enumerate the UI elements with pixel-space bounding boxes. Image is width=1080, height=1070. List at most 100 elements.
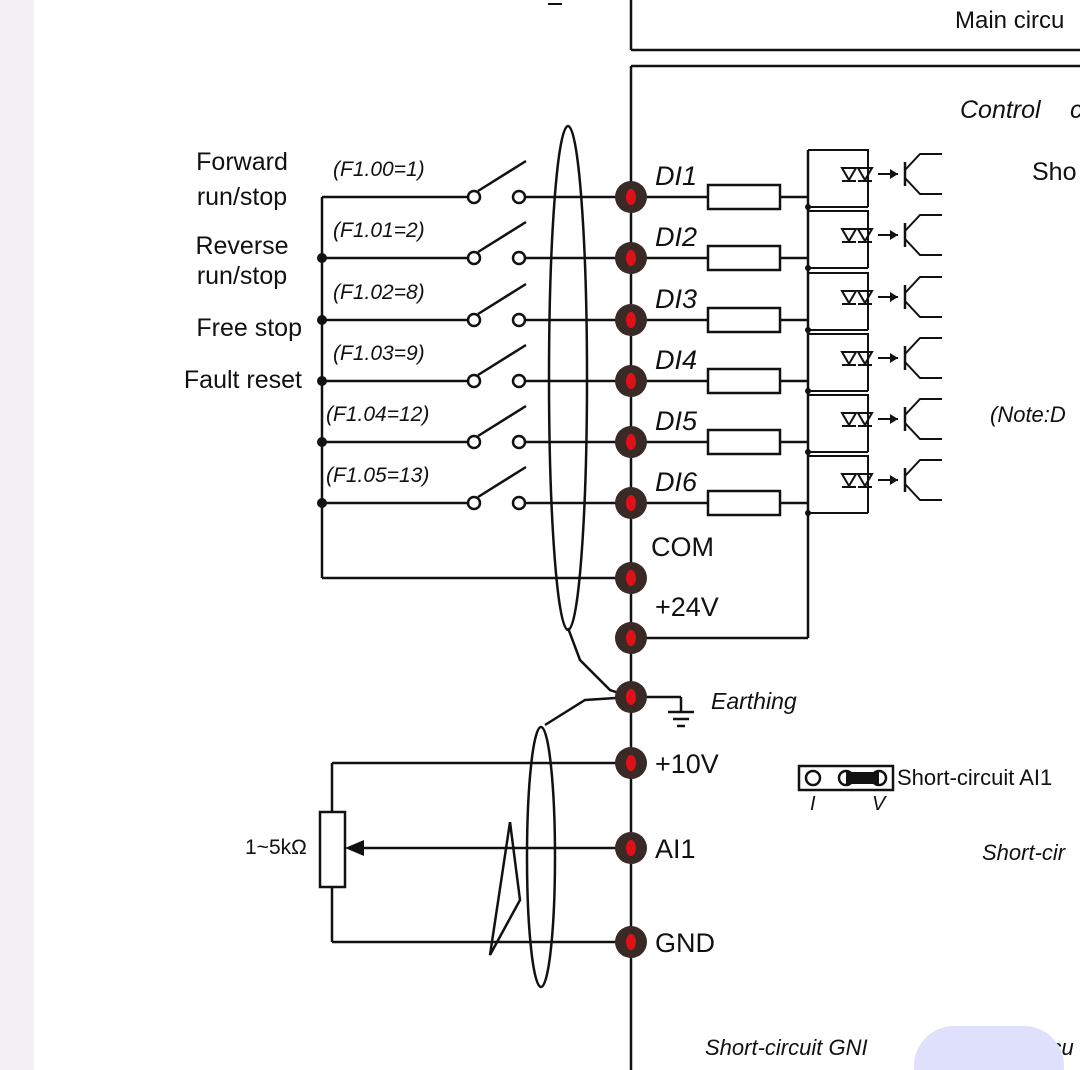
- terminal-screw-dot: [626, 312, 636, 328]
- di-param-label: (F1.00=1): [333, 158, 425, 181]
- input-resistor: [706, 244, 782, 272]
- di-signal-label: run/stop: [197, 262, 287, 290]
- optocoupler: [805, 149, 942, 210]
- switch-contact-right: [511, 312, 527, 328]
- optocoupler: [805, 272, 942, 333]
- di-param-label: (F1.05=13): [326, 464, 429, 487]
- terminal-label-di4: DI4: [655, 345, 697, 375]
- switch-contact-right: [511, 495, 527, 511]
- terminal-screw-dot: [626, 189, 636, 205]
- switch-contact-left: [466, 312, 482, 328]
- terminal-screw-dot: [626, 840, 636, 856]
- terminal-label-di1: DI1: [655, 161, 697, 191]
- optocoupler: [805, 455, 942, 516]
- terminal-label-com: COM: [651, 532, 714, 562]
- wiring-diagram: Main circu Control c Sho (Note:D (F1.00=…: [34, 0, 1080, 1070]
- switch-lever: [477, 404, 527, 438]
- switch-lever: [477, 220, 527, 254]
- terminal-label-di3: DI3: [655, 284, 697, 314]
- earthing-label: Earthing: [711, 688, 797, 714]
- terminal-screw-dot: [626, 755, 636, 771]
- bus-junction-dot: [317, 253, 327, 263]
- optocoupler: [805, 333, 942, 394]
- terminal-label-di6: DI6: [655, 467, 698, 497]
- switch-contact-right: [511, 250, 527, 266]
- bus-junction-dot: [317, 315, 327, 325]
- switch-lever: [477, 159, 527, 193]
- bus-junction-dot: [317, 437, 327, 447]
- di-rows: (F1.00=1) Forward run/stop DI1 (F1.01=2) Reve…: [184, 148, 942, 517]
- main-circuit-box: Main circu: [548, 0, 1080, 52]
- input-resistor: [706, 306, 782, 334]
- terminal-label-plus10v: +10V: [655, 749, 719, 779]
- di-signal-label: Free stop: [196, 314, 302, 342]
- di-signal-label: Forward: [196, 148, 288, 176]
- switch-contact-left: [466, 189, 482, 205]
- twisted-pair: [488, 821, 522, 956]
- terminal-label-di5: DI5: [655, 406, 698, 436]
- control-label-tail: c: [1070, 96, 1080, 124]
- overlay-blob: [914, 1026, 1064, 1070]
- switch-lever: [477, 465, 527, 499]
- di-param-label: (F1.02=8): [333, 281, 425, 304]
- control-label: Control: [960, 96, 1042, 124]
- input-resistor: [706, 367, 782, 395]
- short-gnd-label: Short-circuit GNI: [705, 1035, 868, 1060]
- terminal-label-ai1: AI1: [655, 834, 696, 864]
- di-signal-label: run/stop: [197, 183, 287, 211]
- di-row-4: (F1.03=9) Fault reset DI4: [184, 333, 942, 395]
- terminal-label-gnd: GND: [655, 928, 715, 958]
- di-signal-label: Reverse: [195, 232, 288, 260]
- switch-contact-right: [511, 373, 527, 389]
- input-resistor: [706, 428, 782, 456]
- switch-contact-left: [466, 250, 482, 266]
- optocoupler: [805, 210, 942, 271]
- analog-cable-shield: [525, 725, 557, 989]
- terminal-label-di2: DI2: [655, 222, 697, 252]
- input-resistor: [706, 489, 782, 517]
- terminal-screw-dot: [626, 250, 636, 266]
- input-resistor: [706, 183, 782, 211]
- bus-junction-dot: [317, 498, 327, 508]
- di-param-label: (F1.04=12): [326, 403, 429, 426]
- terminal-screw-dot: [626, 373, 636, 389]
- switch-lever: [477, 282, 527, 316]
- di-signal-label: Fault reset: [184, 366, 302, 394]
- di-param-label: (F1.01=2): [333, 219, 425, 242]
- bus-junction-dot: [317, 376, 327, 386]
- di-cable-shield: [547, 124, 589, 632]
- switch-lever: [477, 343, 527, 377]
- terminal-screw-dot: [626, 689, 636, 705]
- earthing-symbol: Earthing: [631, 688, 797, 728]
- diagram-svg: Main circu Control c Sho (Note:D (F1.00=…: [184, 0, 1080, 1070]
- di-row-1: (F1.00=1) Forward run/stop DI1: [196, 148, 942, 211]
- jumper-v-label: V: [872, 793, 887, 815]
- main-circuit-label: Main circu: [955, 7, 1064, 34]
- switch-contact-left: [466, 495, 482, 511]
- di-row-3: (F1.02=8) Free stop DI3: [196, 272, 942, 342]
- terminal-label-plus24v: +24V: [655, 592, 719, 622]
- jumper-label: Short-circuit AI1: [897, 765, 1052, 790]
- pot-value-label: 1~5kΩ: [245, 836, 307, 859]
- potentiometer: 1~5kΩ: [245, 761, 631, 944]
- terminal-screw-dot: [626, 934, 636, 950]
- switch-contact-left: [466, 373, 482, 389]
- optocoupler: [805, 394, 942, 455]
- switch-contact-right: [511, 189, 527, 205]
- terminal-screw-dot: [626, 630, 636, 646]
- terminal-screw-dot: [626, 570, 636, 586]
- switch-contact-right: [511, 434, 527, 450]
- note-label: (Note:D: [990, 402, 1066, 427]
- jumper-i-label: I: [810, 793, 816, 815]
- di-param-label: (F1.03=9): [333, 342, 425, 365]
- switch-contact-left: [466, 434, 482, 450]
- short-cir-label: Short-cir: [982, 840, 1067, 865]
- di-row-5: (F1.04=12) DI5: [317, 394, 942, 456]
- sho-label: Sho: [1032, 158, 1076, 186]
- ai1-jumper: Short-circuit AI1 I V: [797, 764, 1052, 815]
- control-box: Control c Sho (Note:D: [631, 64, 1080, 427]
- terminal-screw-dot: [626, 495, 636, 511]
- terminal-screw-dot: [626, 434, 636, 450]
